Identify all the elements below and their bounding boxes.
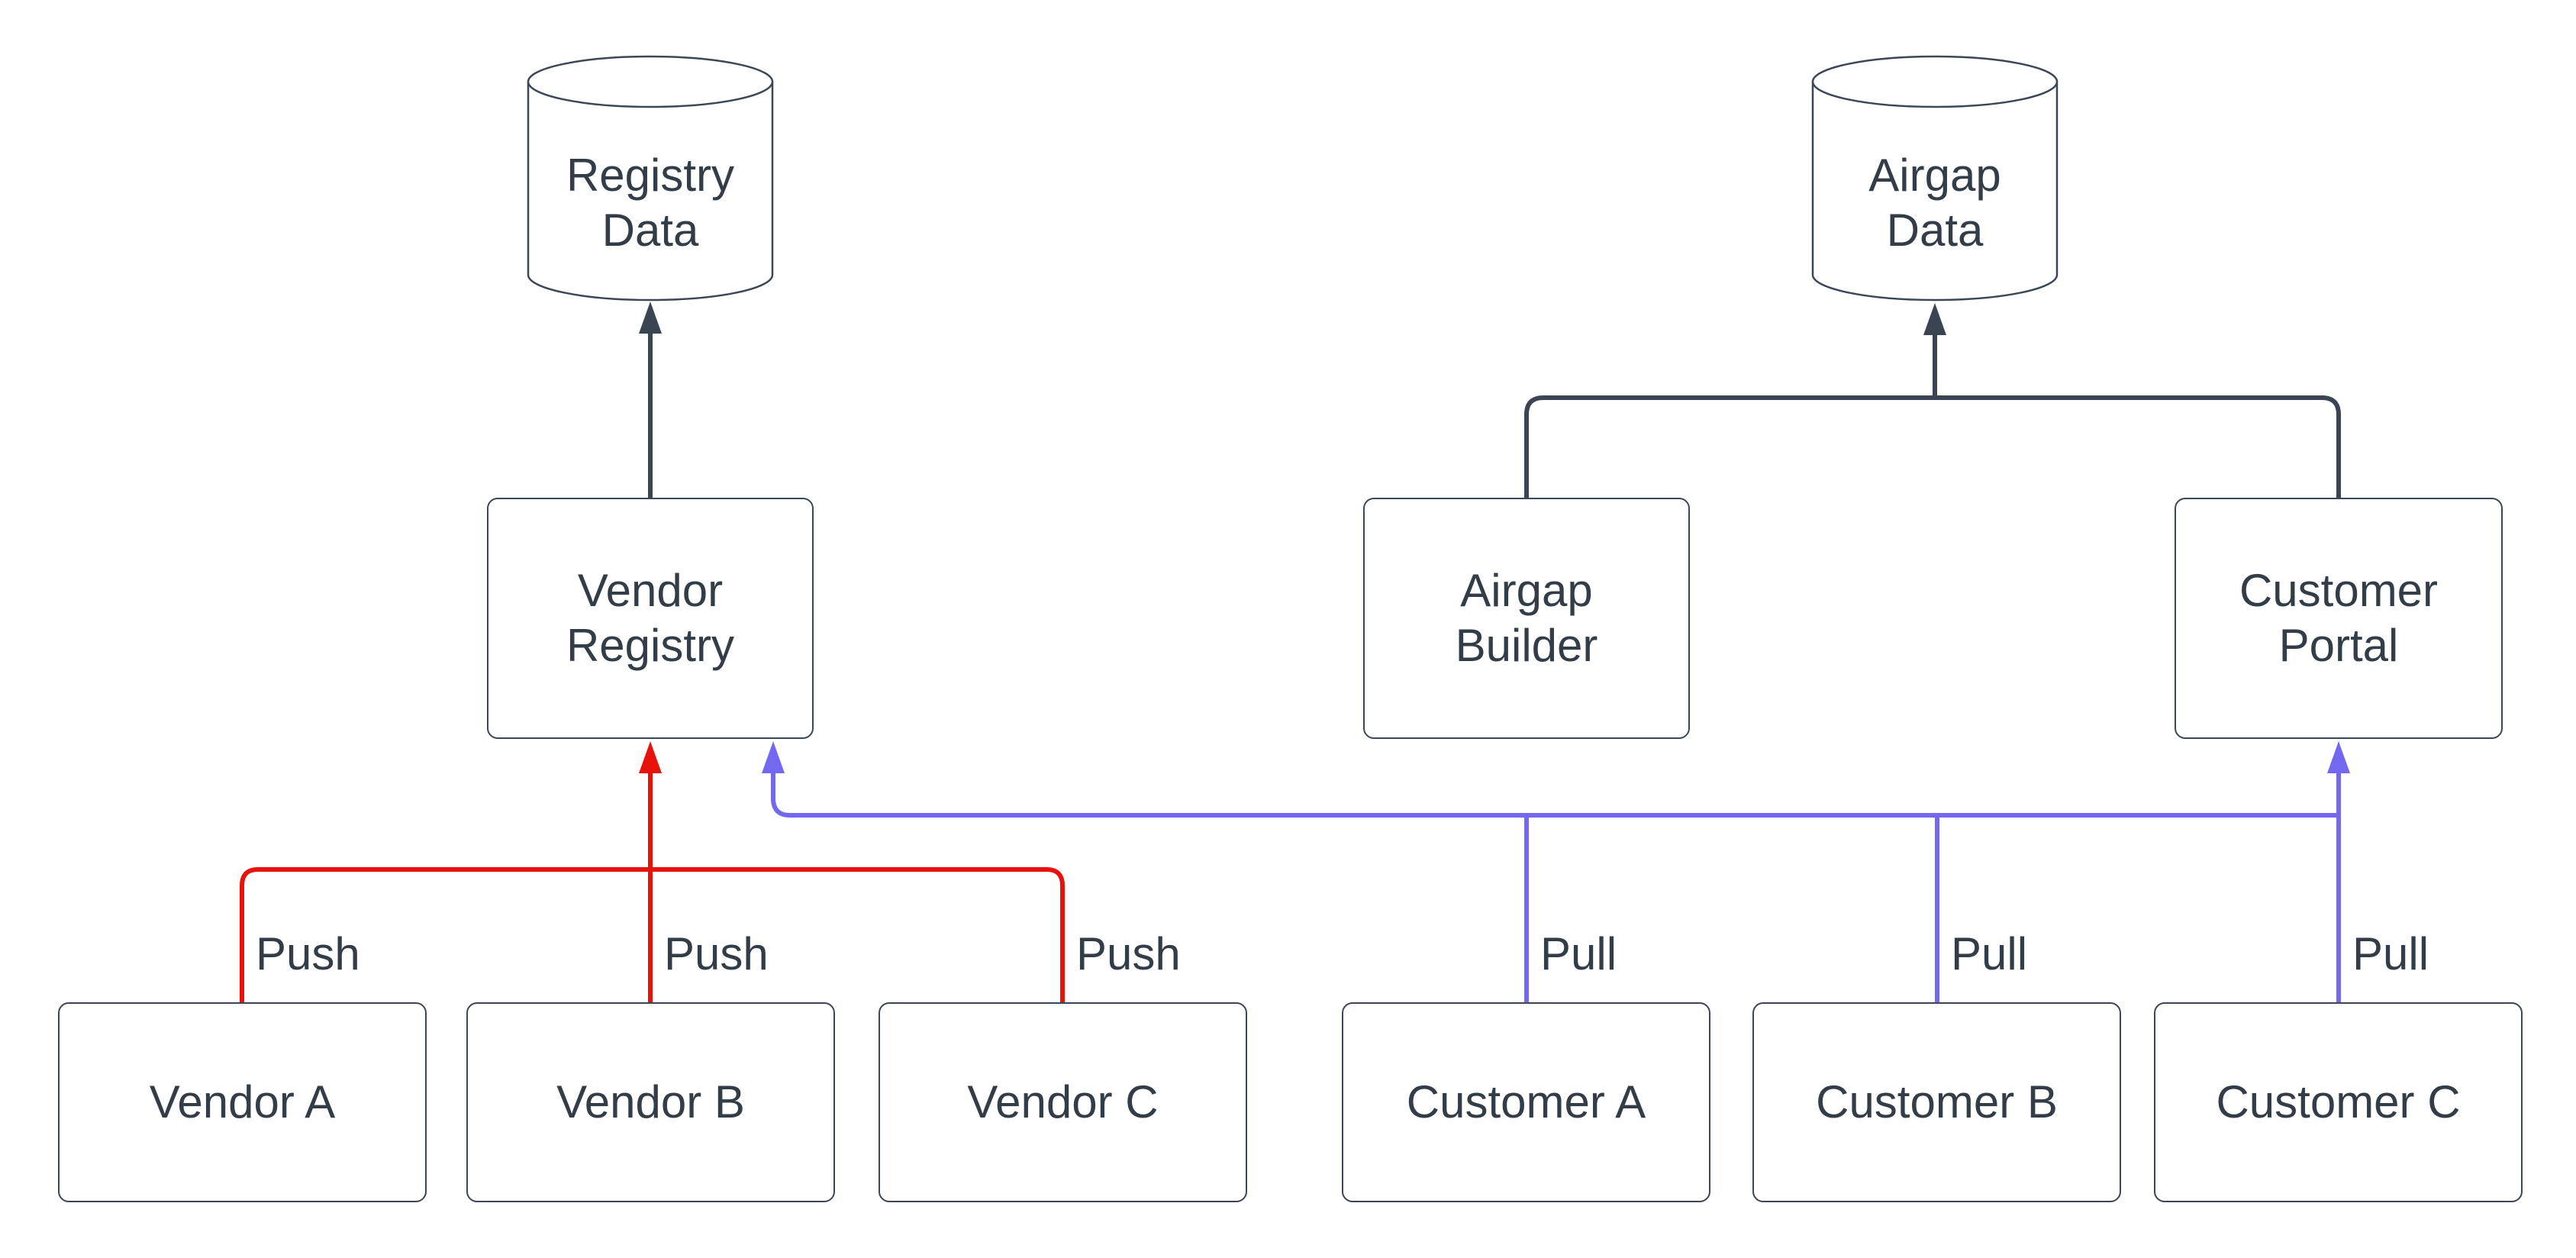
node-vendor-b: Vendor B — [466, 1002, 835, 1202]
edge-label-push-vendor-c: Push — [1076, 928, 1181, 979]
registry-data-cylinder-body — [527, 82, 774, 302]
edge-pull-trunk-to-vendor-registry — [771, 771, 2339, 818]
node-vendor-a: Vendor A — [58, 1002, 427, 1202]
node-customer-c: Customer C — [2154, 1002, 2523, 1202]
edge-vendor-a-push — [240, 867, 650, 1002]
airgap-data-label: Airgap Data — [1868, 150, 2001, 256]
node-customer-b: Customer B — [1752, 1002, 2121, 1202]
node-vendor-c: Vendor C — [879, 1002, 1247, 1202]
arrowhead-into-airgap-data — [1923, 303, 1946, 335]
airgap-data-cylinder-body — [1811, 82, 2059, 302]
arrowhead-into-registry-data — [639, 302, 662, 334]
registry-data-cylinder-top — [527, 55, 774, 108]
node-vendor-registry: Vendor Registry — [487, 498, 814, 739]
node-airgap-builder: Airgap Builder — [1363, 498, 1690, 739]
registry-data-cylinder — [527, 55, 774, 302]
arrowhead-pull-into-vendor-registry — [762, 741, 785, 773]
edge-label-push-vendor-a: Push — [256, 928, 360, 979]
edge-label-pull-customer-b: Pull — [1951, 928, 2028, 979]
edge-airgap-builder-to-airgap-data — [1524, 395, 1935, 498]
node-customer-a: Customer A — [1342, 1002, 1710, 1202]
edge-customer-portal-to-airgap-data — [1935, 395, 2341, 498]
airgap-data-cylinder — [1811, 55, 2059, 302]
edge-vendor-c-push — [650, 867, 1065, 1002]
arrowhead-push-into-vendor-registry — [639, 741, 662, 773]
registry-data-label: Registry Data — [566, 150, 735, 256]
arrowhead-pull-into-customer-portal — [2327, 741, 2350, 773]
edge-label-pull-customer-a: Pull — [1540, 928, 1617, 979]
edge-label-pull-customer-c: Pull — [2352, 928, 2429, 979]
airgap-data-cylinder-top — [1811, 55, 2059, 108]
node-customer-portal: Customer Portal — [2175, 498, 2503, 739]
edge-label-push-vendor-b: Push — [664, 928, 769, 979]
